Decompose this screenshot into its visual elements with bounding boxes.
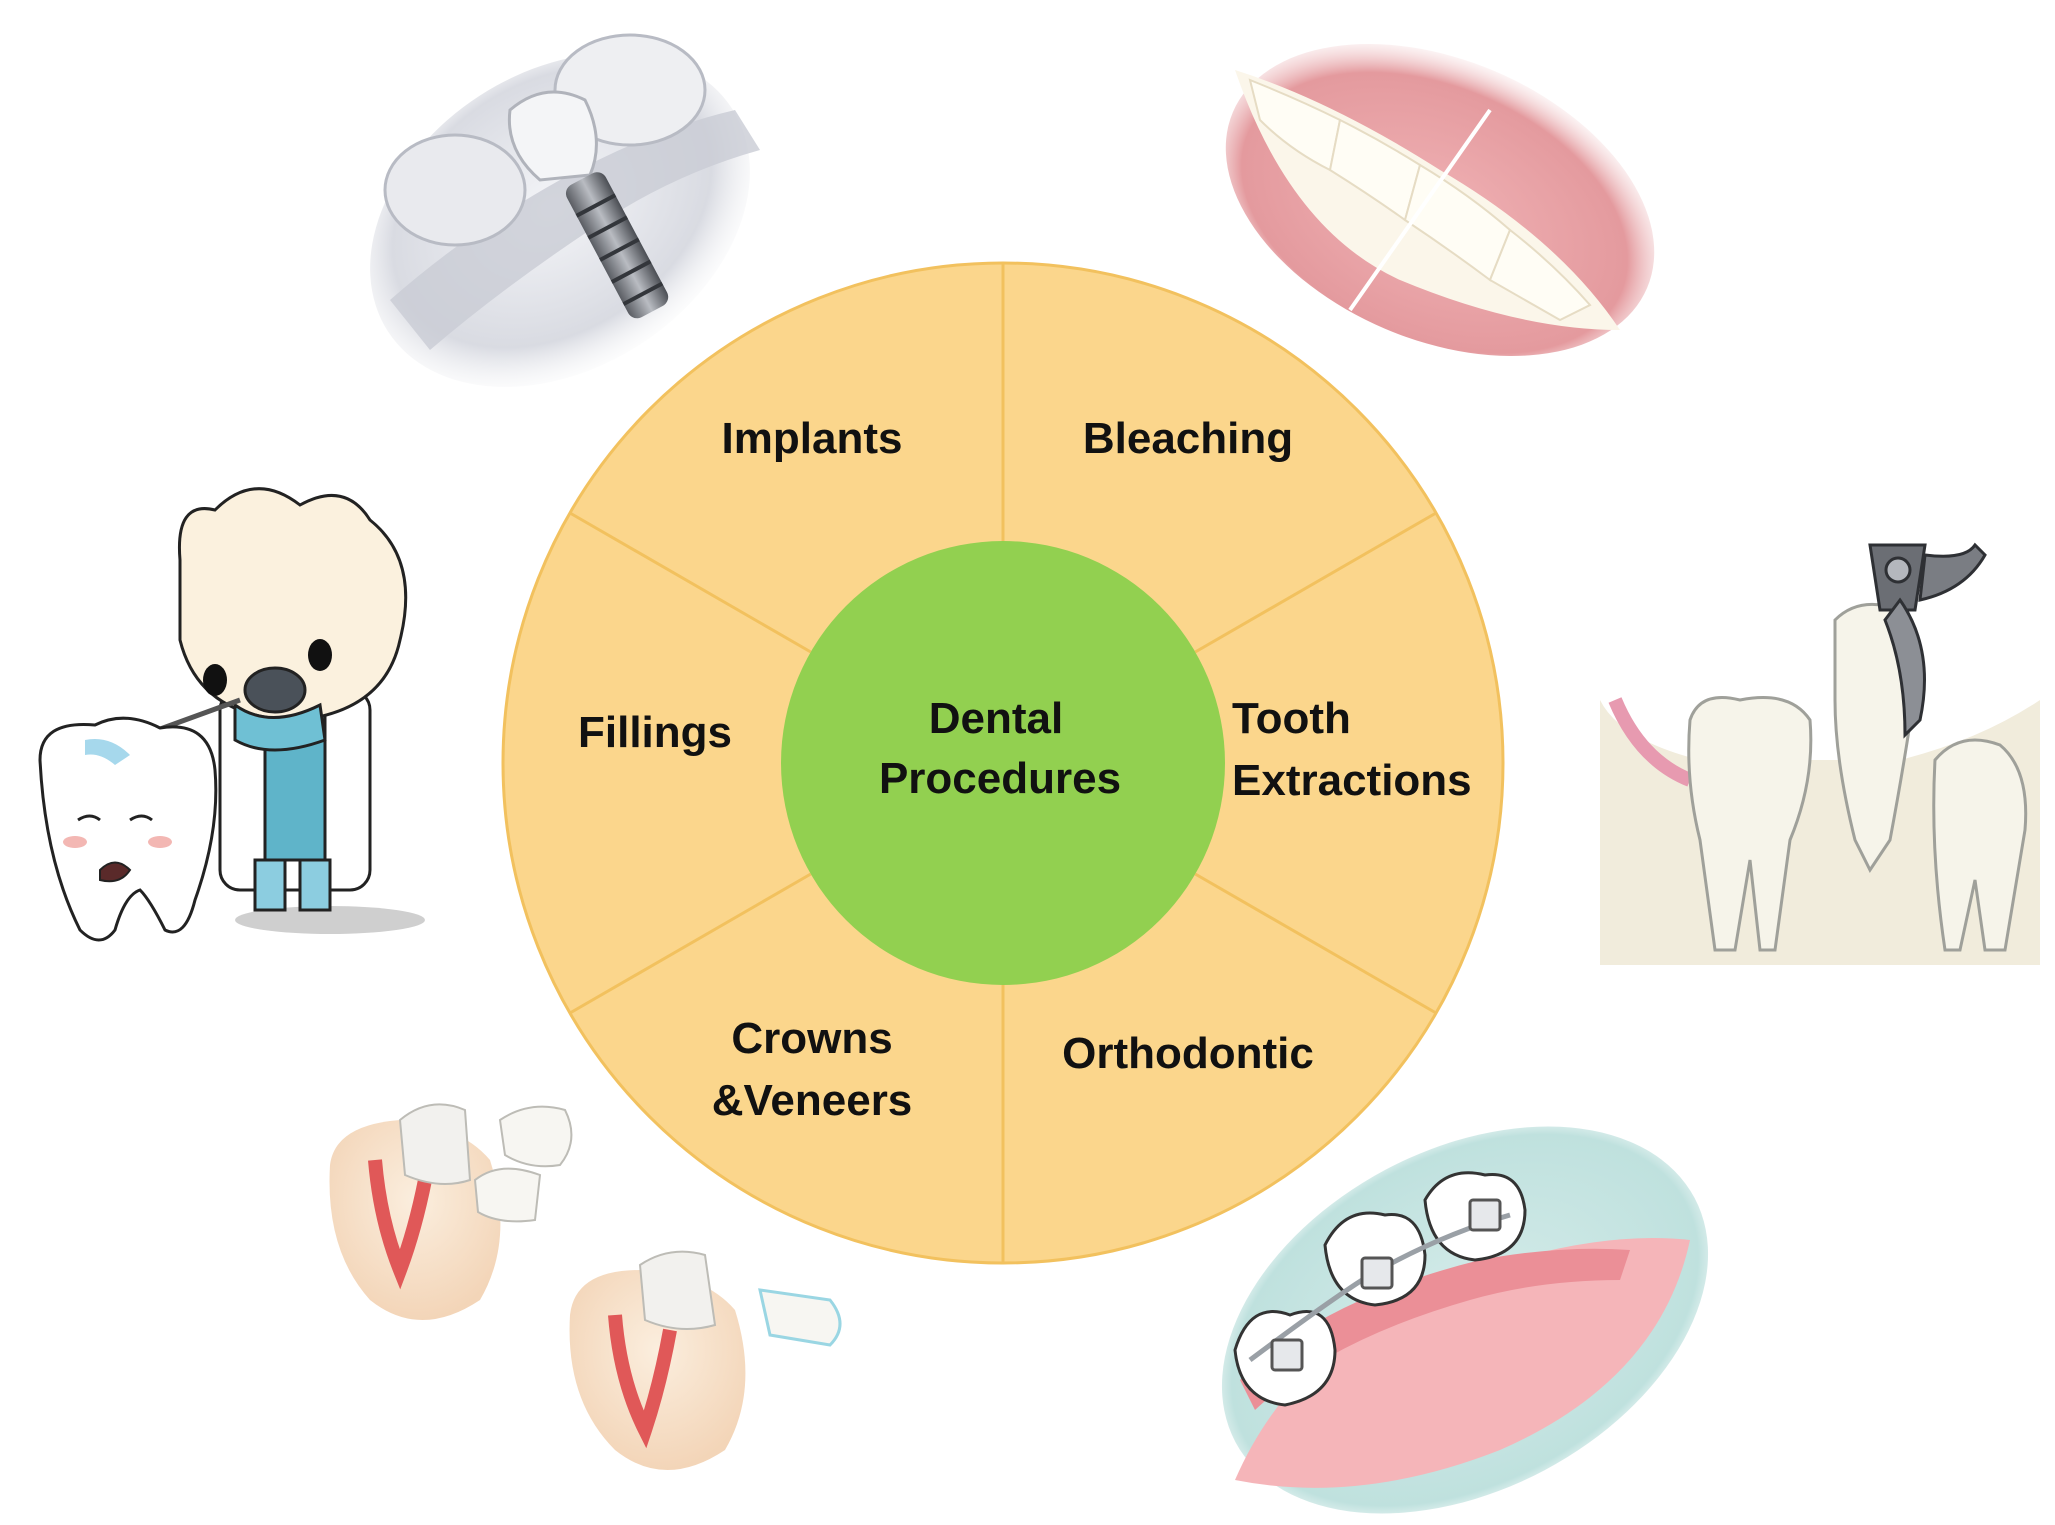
- wheel-divider-2: [1194, 511, 1437, 654]
- braces-illustration: [1221, 1126, 1709, 1514]
- center-circle: [781, 541, 1225, 985]
- wheel-divider-5: [569, 872, 812, 1015]
- segment-label-implants: Implants: [722, 414, 903, 463]
- segment-label-orthodontic: Orthodontic: [1062, 1029, 1314, 1078]
- center-label-line-2: Procedures: [879, 754, 1121, 803]
- implant-illustration: [370, 33, 760, 387]
- procedures-wheel: Dental Procedures Implants BleachingTooth…: [501, 261, 1505, 1265]
- center-label-line-1: Dental: [929, 694, 1063, 743]
- segment-label-tooth-extractions-line-2: Extractions: [1232, 756, 1472, 805]
- wheel-divider-6: [569, 511, 812, 654]
- smile-illustration: [1225, 43, 1655, 357]
- segment-label-crowns-veneers-line-2: &Veneers: [712, 1076, 913, 1125]
- segment-label-fillings: Fillings: [578, 708, 732, 757]
- segment-label-tooth-extractions-line-1: Tooth: [1232, 694, 1351, 743]
- wheel-divider-3: [1194, 872, 1437, 1015]
- extraction-illustration: [1600, 542, 2040, 965]
- center-label: Dental Procedures: [879, 694, 1121, 803]
- segment-label-bleaching: Bleaching: [1083, 414, 1293, 463]
- dentist-tooth-illustration: [38, 487, 425, 942]
- crowns-veneers-illustration: [329, 1103, 842, 1470]
- segment-label-crowns-veneers-line-1: Crowns: [731, 1014, 892, 1063]
